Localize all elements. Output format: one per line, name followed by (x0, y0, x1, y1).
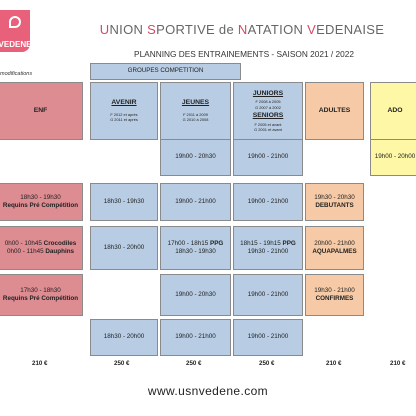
group-competition-label: GROUPES COMPETITION (127, 67, 204, 75)
slot-row4-jeunes: 19h00 - 20h30 (160, 274, 231, 316)
header-ado-label: ADO (387, 106, 403, 114)
group-competition-header: GROUPES COMPETITION (90, 63, 241, 80)
title-part: V (307, 22, 317, 37)
slot-time: 17h30 - 18h30 (20, 286, 61, 294)
slot-row2-adultes: 19h30 - 20h30 DEBUTANTS (305, 183, 364, 221)
title-part: NION (109, 22, 148, 37)
header-juniors-line2: G 2007 à 2002 (255, 104, 281, 110)
header-avenir: AVENIR F 2012 et après G 2011 et après (90, 82, 158, 140)
header-juniors-line1: F 2008 à 2005 (255, 99, 281, 105)
slot-row1-juniors: 19h00 - 21h00 (233, 139, 303, 176)
header-juniors-label: JUNIORS (252, 89, 284, 97)
title-part: S (147, 22, 157, 37)
slot-row1-ado: 19h00 - 20h00 (370, 139, 416, 176)
slot-time: 19h00 - 21h00 (247, 197, 289, 205)
slot-time: 19h00 - 21h00 (175, 197, 216, 205)
slot-row2-juniors: 19h00 - 21h00 (233, 183, 303, 221)
header-enf: ENF (0, 82, 83, 140)
club-logo: VEDENE (0, 10, 32, 52)
slot-row3-jeunes: 17h00 - 18h15 PPG 18h30 - 19h30 (160, 226, 231, 270)
header-jeunes: JEUNES F 2011 à 2009 G 2010 à 2008 (160, 82, 231, 140)
slot-line: 18h15 - 19h15 PPG (240, 239, 296, 247)
slot-time: 19h00 - 21h00 (247, 153, 289, 161)
slot-row3-adultes: 20h00 - 21h00 AQUAPALMES (305, 226, 364, 270)
slot-time: 19h00 - 20h30 (175, 153, 216, 161)
header-jeunes-label: JEUNES (181, 99, 210, 107)
website-url[interactable]: www.usnvedene.com (147, 384, 269, 398)
slot-row4-enf: 17h30 - 18h30 Requins Pré Compétition (0, 274, 83, 316)
slot-time: 19h00 - 21h00 (247, 333, 289, 341)
slot-time: 18h30 - 20h00 (103, 243, 145, 251)
slot-time: 19h00 - 21h00 (247, 290, 289, 298)
header-jeunes-line2: G 2010 à 2008 (182, 117, 209, 123)
slot-group-label: DEBUTANTS (315, 202, 354, 209)
slot-time: 19h30 - 20h30 (314, 193, 355, 201)
header-seniors-label: SENIORS (252, 112, 284, 119)
title-part: N (237, 22, 248, 37)
slot-time: 19h00 - 21h00 (175, 333, 216, 341)
slot-row4-juniors: 19h00 - 21h00 (233, 274, 303, 316)
slot-time: 18h30 - 20h00 (103, 333, 145, 341)
slot-row5-jeunes: 19h00 - 21h00 (160, 319, 231, 356)
header-avenir-line2: G 2011 et après (110, 117, 138, 123)
header-avenir-label: AVENIR (111, 99, 137, 107)
logo-text: VEDENE (0, 40, 32, 49)
header-seniors-line1: F 2005 et avant (254, 121, 282, 127)
slot-line: 0h00 - 11h45 Dauphins (6, 248, 75, 255)
slot-row1-jeunes: 19h00 - 20h30 (160, 139, 231, 176)
page-subtitle: PLANNING DES ENTRAINEMENTS - SAISON 2021… (134, 49, 354, 59)
header-juniors-seniors: JUNIORS F 2008 à 2005 G 2007 à 2002 SENI… (233, 82, 303, 140)
price-avenir: 250 € (114, 360, 130, 367)
price-enf: 210 € (32, 360, 48, 367)
price-juniors: 250 € (259, 360, 275, 367)
slot-row2-jeunes: 19h00 - 21h00 (160, 183, 231, 221)
slot-time: 19h30 - 21h00 (314, 286, 355, 294)
slot-time: 19h00 - 20h30 (175, 290, 216, 298)
swimmer-icon (9, 16, 21, 28)
slot-group-label: AQUAPALMES (312, 248, 357, 255)
header-adultes: ADULTES (305, 82, 364, 140)
slot-time: 18h30 - 19h30 (175, 248, 216, 255)
header-enf-label: ENF (33, 106, 48, 114)
slot-time: 18h30 - 19h30 (20, 193, 61, 201)
slot-line: 0h00 - 10h45 Crocodiles (4, 239, 77, 247)
slot-time: 18h30 - 19h30 (103, 197, 145, 205)
slot-row2-enf: 18h30 - 19h30 Requins Pré Compétition (0, 183, 83, 221)
page-title: UNION SPORTIVE de NATATION VEDENAISE (92, 22, 392, 37)
slot-row3-juniors: 18h15 - 19h15 PPG 19h30 - 21h00 (233, 226, 303, 270)
slot-row3-avenir: 18h30 - 20h00 (90, 226, 158, 270)
slot-group-label: CONFIRMES (315, 295, 354, 302)
slot-row4-adultes: 19h30 - 21h00 CONFIRMES (305, 274, 364, 316)
price-ado: 210 € (390, 360, 406, 367)
header-ado: ADO (370, 82, 416, 140)
modifications-note: modifications (0, 71, 33, 77)
header-seniors-line2: G 2001 et avant (254, 127, 282, 133)
slot-row5-avenir: 18h30 - 20h00 (90, 319, 158, 356)
slot-group-label: Requins Pré Compétition (2, 295, 79, 302)
title-part: ATATION (247, 22, 308, 37)
slot-row5-juniors: 19h00 - 21h00 (233, 319, 303, 356)
slot-time: 20h00 - 21h00 (314, 239, 355, 247)
title-part: EDENAISE (316, 22, 385, 37)
header-jeunes-line1: F 2011 à 2009 (183, 112, 208, 118)
slot-row2-avenir: 18h30 - 19h30 (90, 183, 158, 221)
price-adultes: 210 € (326, 360, 342, 367)
title-part: U (99, 22, 110, 37)
slot-row3-enf: 0h00 - 10h45 Crocodiles 0h00 - 11h45 Dau… (0, 226, 83, 270)
slot-group-label: Requins Pré Compétition (2, 202, 79, 209)
title-part: PORTIVE de (156, 22, 238, 37)
slot-time: 19h30 - 21h00 (247, 248, 289, 255)
slot-time: 19h00 - 20h00 (374, 153, 416, 161)
slot-line: 17h00 - 18h15 PPG (167, 239, 224, 247)
header-adultes-label: ADULTES (318, 106, 351, 114)
price-jeunes: 250 € (186, 360, 202, 367)
header-avenir-line1: F 2012 et après (110, 112, 138, 118)
